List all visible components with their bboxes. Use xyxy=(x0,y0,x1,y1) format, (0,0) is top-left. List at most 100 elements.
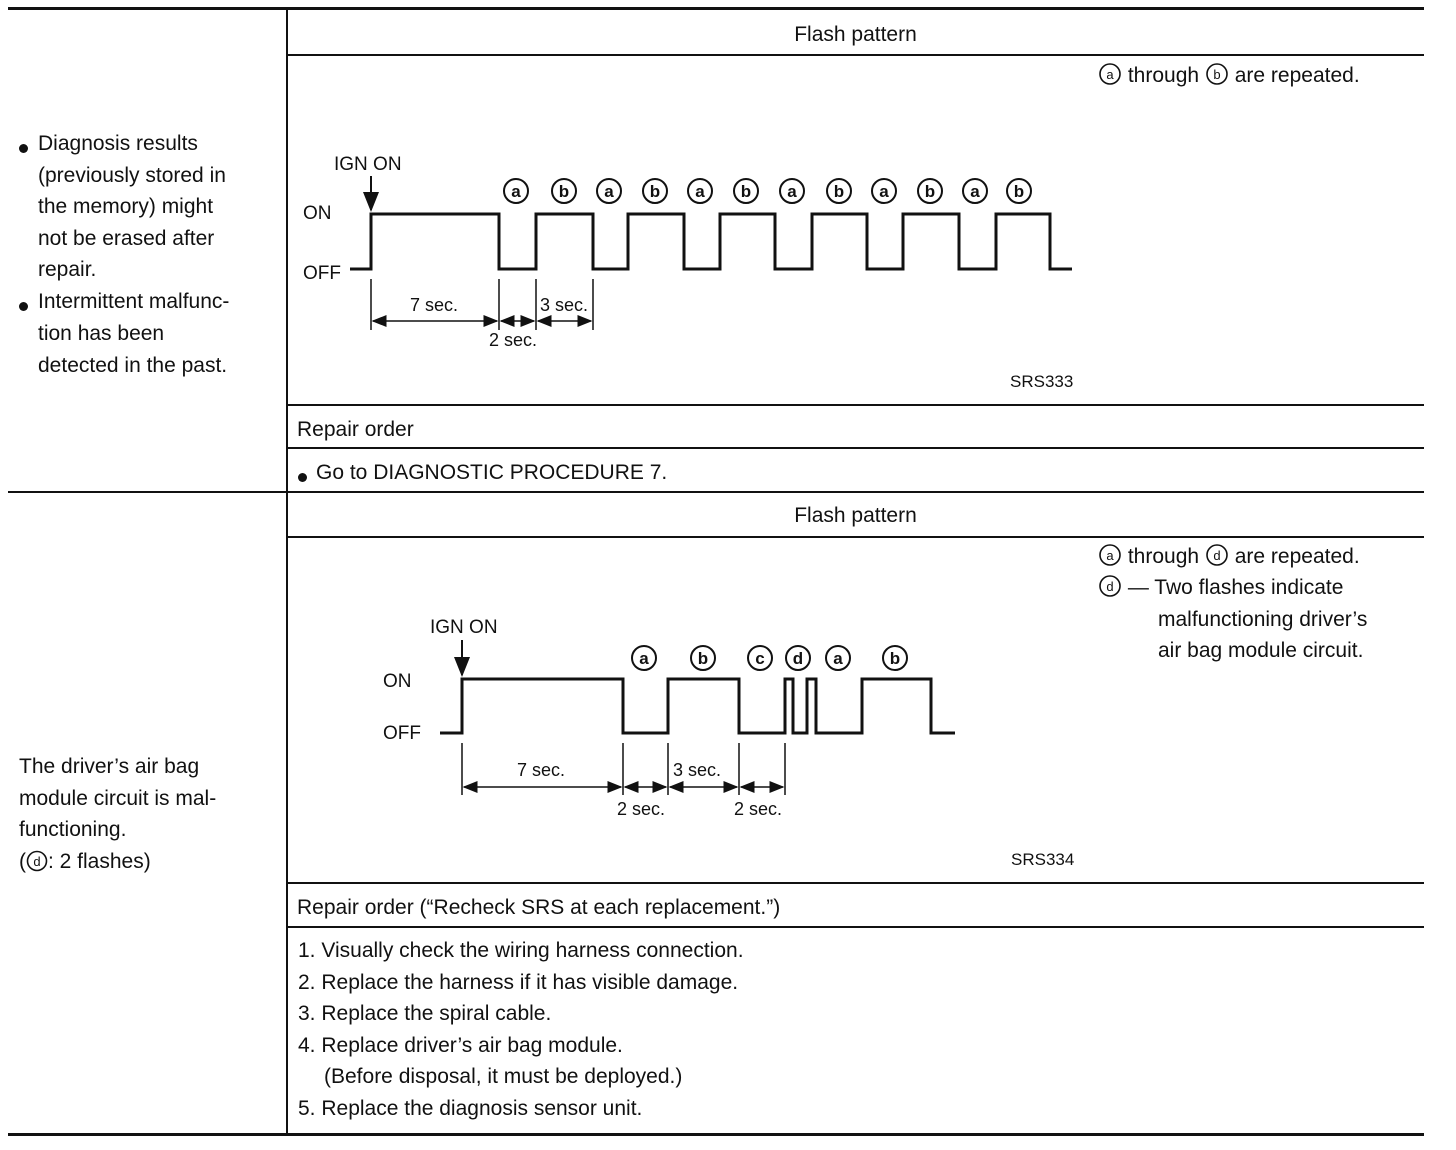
repair-item: 3. Replace the spiral cable. xyxy=(298,1002,552,1025)
condition-line: not be erased after xyxy=(38,227,215,250)
repair-order-header: Repair order xyxy=(297,418,414,441)
timing-label: 2 sec. xyxy=(734,799,782,819)
ign-on-label: IGN ON xyxy=(430,617,498,638)
timing-label: 2 sec. xyxy=(489,330,537,350)
flash-note-cont: malfunctioning driver’s xyxy=(1158,608,1368,631)
circled-letter-icon: a xyxy=(1099,544,1121,566)
condition-line: detected in the past. xyxy=(38,354,228,377)
bullet-dot xyxy=(19,302,28,311)
condition-line: module circuit is mal- xyxy=(19,787,217,810)
seq-letter: a xyxy=(825,645,851,671)
svg-text:b: b xyxy=(1014,182,1024,201)
svg-text:a: a xyxy=(833,649,843,668)
seq-letter: d xyxy=(785,645,811,671)
repair-item: Go to DIAGNOSTIC PROCEDURE 7. xyxy=(316,461,668,484)
row1-header-rule xyxy=(287,54,1424,56)
flash-pattern-diagram-2: IGN ON ON OFF a b c d a b 7 sec. 3 sec. … xyxy=(383,617,1074,869)
seq-letter: b xyxy=(826,178,852,204)
flash-note-cont: air bag module circuit. xyxy=(1158,639,1364,662)
flash-pattern-header: Flash pattern xyxy=(794,504,917,527)
circled-letter-icon: a xyxy=(1099,63,1121,85)
timing-label: 7 sec. xyxy=(410,295,458,315)
timing-label: 3 sec. xyxy=(540,295,588,315)
seq-letter: b xyxy=(882,645,908,671)
condition-line: Diagnosis results xyxy=(38,132,198,155)
seq-letter: b xyxy=(733,178,759,204)
table-top-border xyxy=(8,7,1424,10)
sequence-letters: a b c d a b xyxy=(631,645,908,671)
circled-letter-icon: d xyxy=(1099,575,1121,597)
svg-text:b: b xyxy=(834,182,844,201)
row2-header-rule xyxy=(287,536,1424,538)
off-label: OFF xyxy=(303,263,341,284)
waveform xyxy=(440,677,955,735)
timing-label: 7 sec. xyxy=(517,760,565,780)
seq-letter: b xyxy=(1006,178,1032,204)
condition-line: repair. xyxy=(38,258,97,281)
svg-text:a: a xyxy=(879,182,889,201)
seq-letter: a xyxy=(871,178,897,204)
seq-letter: a xyxy=(779,178,805,204)
row1-diagram-bottom-rule xyxy=(287,404,1424,406)
svg-text:a: a xyxy=(1106,67,1114,82)
svg-text:a: a xyxy=(639,649,649,668)
column-divider xyxy=(286,8,288,1136)
on-label: ON xyxy=(303,203,332,224)
condition-line: the memory) might xyxy=(38,195,214,218)
seq-letter: b xyxy=(690,645,716,671)
svg-text:a: a xyxy=(604,182,614,201)
seq-letter: c xyxy=(747,645,773,671)
off-label: OFF xyxy=(383,723,421,744)
seq-letter: a xyxy=(596,178,622,204)
seq-letter: a xyxy=(687,178,713,204)
svg-text:a: a xyxy=(970,182,980,201)
flash-pattern-diagram-1: IGN ON ON OFF a b a b a b a b a b a b 7 … xyxy=(303,154,1073,391)
svg-text:b: b xyxy=(698,649,708,668)
row2-diagram-bottom-rule xyxy=(287,882,1424,884)
circled-letter-icon: d xyxy=(1206,544,1228,566)
row1-repair-header-rule xyxy=(287,447,1424,449)
svg-text:a: a xyxy=(1106,548,1114,563)
condition-line: The driver’s air bag xyxy=(19,755,200,778)
condition-line: (d: 2 flashes) xyxy=(19,850,151,873)
svg-text:b: b xyxy=(741,182,751,201)
sequence-letters: a b a b a b a b a b a b xyxy=(503,178,1032,204)
circled-letter-icon: d xyxy=(26,850,48,872)
repair-item: 1. Visually check the wiring harness con… xyxy=(298,939,744,962)
repair-item: 5. Replace the diagnosis sensor unit. xyxy=(298,1097,643,1120)
repair-item: 4. Replace driver’s air bag module. xyxy=(298,1034,623,1057)
repair-item: (Before disposal, it must be deployed.) xyxy=(324,1065,683,1088)
svg-text:d: d xyxy=(33,854,40,869)
seq-letter: b xyxy=(642,178,668,204)
bullet-dot xyxy=(19,144,28,153)
waveform xyxy=(350,212,1072,271)
svg-text:b: b xyxy=(925,182,935,201)
svg-text:d: d xyxy=(1213,548,1220,563)
flash-note: d — Two flashes indicate xyxy=(1098,572,1343,604)
seq-letter: a xyxy=(503,178,529,204)
condition-line: functioning. xyxy=(19,818,127,841)
condition-line: (previously stored in xyxy=(38,164,226,187)
on-label: ON xyxy=(383,671,412,692)
timing-label: 3 sec. xyxy=(673,760,721,780)
condition-line: tion has been xyxy=(38,322,165,345)
bullet-dot xyxy=(298,473,307,482)
figure-id: SRS333 xyxy=(1010,372,1073,391)
svg-text:b: b xyxy=(559,182,569,201)
row-separator xyxy=(8,491,1424,493)
svg-text:b: b xyxy=(1213,67,1220,82)
timing-label: 2 sec. xyxy=(617,799,665,819)
seq-letter: b xyxy=(917,178,943,204)
ign-on-label: IGN ON xyxy=(334,154,402,175)
condition-line: Intermittent malfunc- xyxy=(38,290,230,313)
seq-letter: a xyxy=(631,645,657,671)
figure-id: SRS334 xyxy=(1011,850,1074,869)
svg-text:b: b xyxy=(650,182,660,201)
seq-letter: b xyxy=(551,178,577,204)
table-bottom-border xyxy=(8,1133,1424,1136)
repair-item: 2. Replace the harness if it has visible… xyxy=(298,971,739,994)
svg-text:a: a xyxy=(695,182,705,201)
seq-letter: a xyxy=(962,178,988,204)
flash-pattern-header: Flash pattern xyxy=(794,23,917,46)
repair-order-header: Repair order (“Recheck SRS at each repla… xyxy=(297,896,781,919)
